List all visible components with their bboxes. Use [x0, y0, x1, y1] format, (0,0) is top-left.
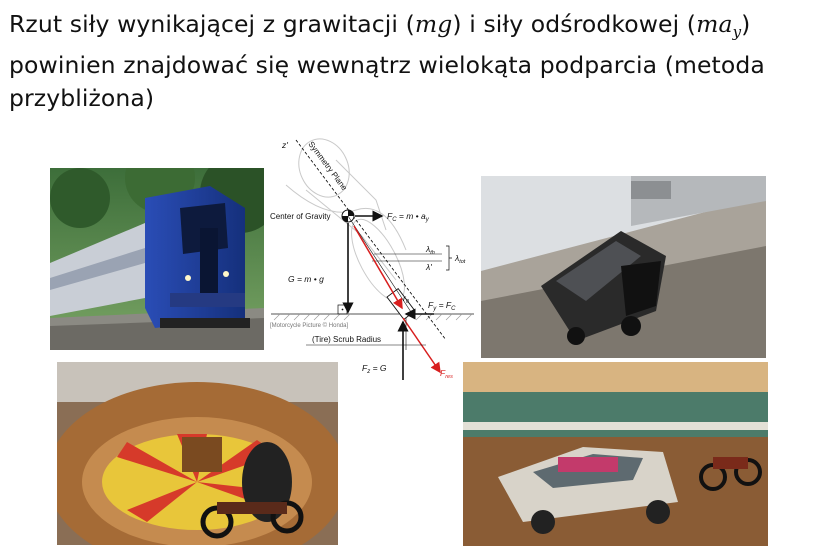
center-of-gravity-label: Center of Gravity: [270, 212, 330, 221]
symmetry-plane-axis: [295, 139, 447, 341]
force-diagram-svg: z' Symmetry Plane r0 Center of Gravity F…: [270, 138, 474, 380]
train-illustration: [50, 168, 264, 350]
bus-illustration: [481, 176, 766, 358]
math-subscript: y: [732, 23, 742, 41]
heading-line-1: Rzut siły wynikającej z grawitacji (mg) …: [9, 8, 809, 49]
image-credit: [Motorcycle Picture © Honda]: [270, 322, 348, 329]
lambda-tot-brace: [446, 245, 452, 271]
math-ma: ma: [696, 10, 733, 38]
bus-banked-track-photo: [481, 176, 766, 358]
heading-line-3: przybliżona): [9, 84, 155, 112]
slide-heading: Rzut siły wynikającej z grawitacji (mg) …: [9, 8, 809, 115]
resultant-force-arrow-top: [353, 225, 403, 310]
lambda-th-line: [347, 215, 412, 313]
ground-line: [271, 313, 474, 321]
lambda-th-label: λth: [425, 244, 435, 256]
fy-label: Fy = FC: [428, 300, 456, 312]
car-illustration: [463, 362, 768, 546]
lambda-tot-label: λtot: [454, 253, 466, 265]
wall-of-death-motorcycle-photo: [57, 362, 338, 545]
radius-label: r0: [403, 293, 410, 305]
math-mg: mg: [414, 10, 453, 38]
fc-label: FC = m • ay: [387, 211, 430, 223]
motorcycle-force-diagram: z' Symmetry Plane r0 Center of Gravity F…: [266, 130, 480, 382]
gravity-label: G = m • g: [288, 274, 324, 284]
axis-z-label: z': [281, 140, 288, 150]
motorcycle-illustration: [57, 362, 338, 545]
heading-text: ): [741, 10, 751, 38]
car-and-motorcycle-wall-photo: [463, 362, 768, 546]
center-of-gravity-marker: [341, 209, 355, 223]
train-photo: [50, 168, 264, 350]
scrub-radius-label: (Tire) Scrub Radius: [312, 335, 381, 344]
heading-text: Rzut siły wynikającej z grawitacji (: [9, 10, 415, 38]
heading-line-2: powinien znajdować się wewnątrz wielokąt…: [9, 51, 765, 79]
heading-text: ) i siły odśrodkowej (: [452, 10, 697, 38]
f-res-label: Fres: [440, 368, 453, 380]
fz-label: Fz = G: [362, 363, 387, 375]
lambda-prime-label: λ': [425, 262, 432, 272]
right-angle-marker: [337, 304, 348, 315]
